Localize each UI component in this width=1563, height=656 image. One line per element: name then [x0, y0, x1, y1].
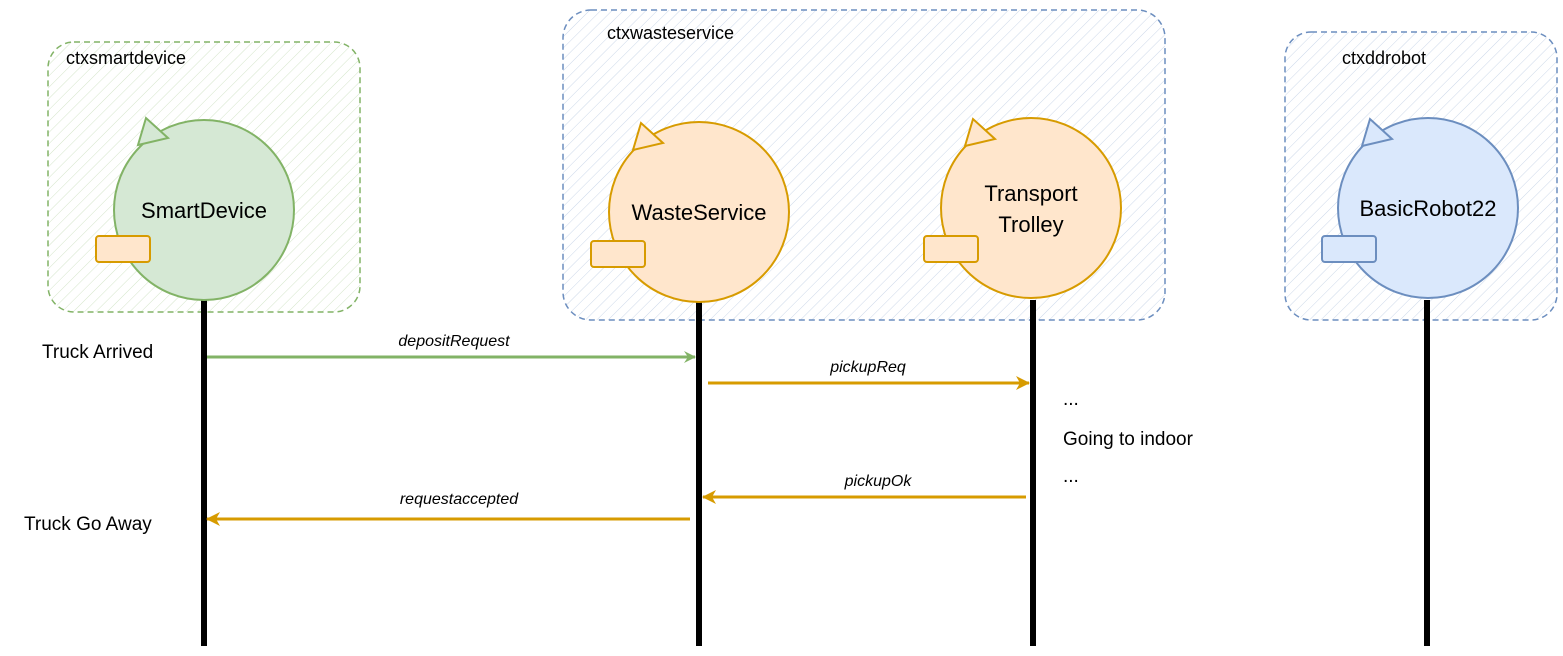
actor-smartdevice: SmartDevice — [95, 116, 295, 301]
note-truck-go-away: Truck Go Away — [24, 514, 152, 535]
message-label: depositRequest — [398, 333, 510, 350]
actor-circle-icon — [940, 117, 1122, 299]
note-going-to-indoor: Going to indoor — [1063, 429, 1194, 450]
message-pickupreq: pickupReq — [708, 359, 1030, 390]
actor-transporttrolley: Transport Trolley — [923, 117, 1122, 299]
actor-flag-icon — [1360, 117, 1395, 148]
message-label: requestaccepted — [400, 491, 519, 508]
message-label: pickupOk — [844, 473, 913, 490]
actor-basicrobot22: BasicRobot22 — [1321, 117, 1519, 299]
note-ellipsis-top: ... — [1063, 389, 1079, 410]
actor-mailbox-icon — [590, 240, 646, 268]
actor-name-line-2: Trolley — [998, 212, 1063, 237]
context-label: ctxwasteservice — [607, 23, 734, 43]
actor-flag-icon — [136, 116, 171, 147]
actor-mailbox-icon — [95, 235, 151, 263]
actor-wasteservice: WasteService — [590, 121, 790, 303]
actor-name: SmartDevice — [141, 198, 267, 223]
actor-name: BasicRobot22 — [1360, 196, 1497, 221]
actor-flag-icon — [963, 117, 998, 148]
message-pickupok: pickupOk — [702, 473, 1026, 504]
actor-circle-icon — [1337, 117, 1519, 299]
note-truck-arrived: Truck Arrived — [42, 342, 153, 363]
context-label: ctxsmartdevice — [66, 48, 186, 68]
context-label: ctxddrobot — [1342, 48, 1426, 68]
message-requestaccepted: requestaccepted — [206, 491, 690, 526]
actor-mailbox-icon — [923, 235, 979, 263]
actor-name: WasteService — [632, 200, 767, 225]
actor-circle-icon — [608, 121, 790, 303]
actor-mailbox-icon — [1321, 235, 1377, 263]
actor-circle-icon — [113, 119, 295, 301]
note-ellipsis-bottom: ... — [1063, 466, 1079, 487]
actor-flag-icon — [631, 121, 666, 152]
message-depositrequest: depositRequest — [207, 333, 696, 363]
message-label: pickupReq — [829, 359, 906, 376]
actor-name-line-1: Transport — [984, 181, 1077, 206]
